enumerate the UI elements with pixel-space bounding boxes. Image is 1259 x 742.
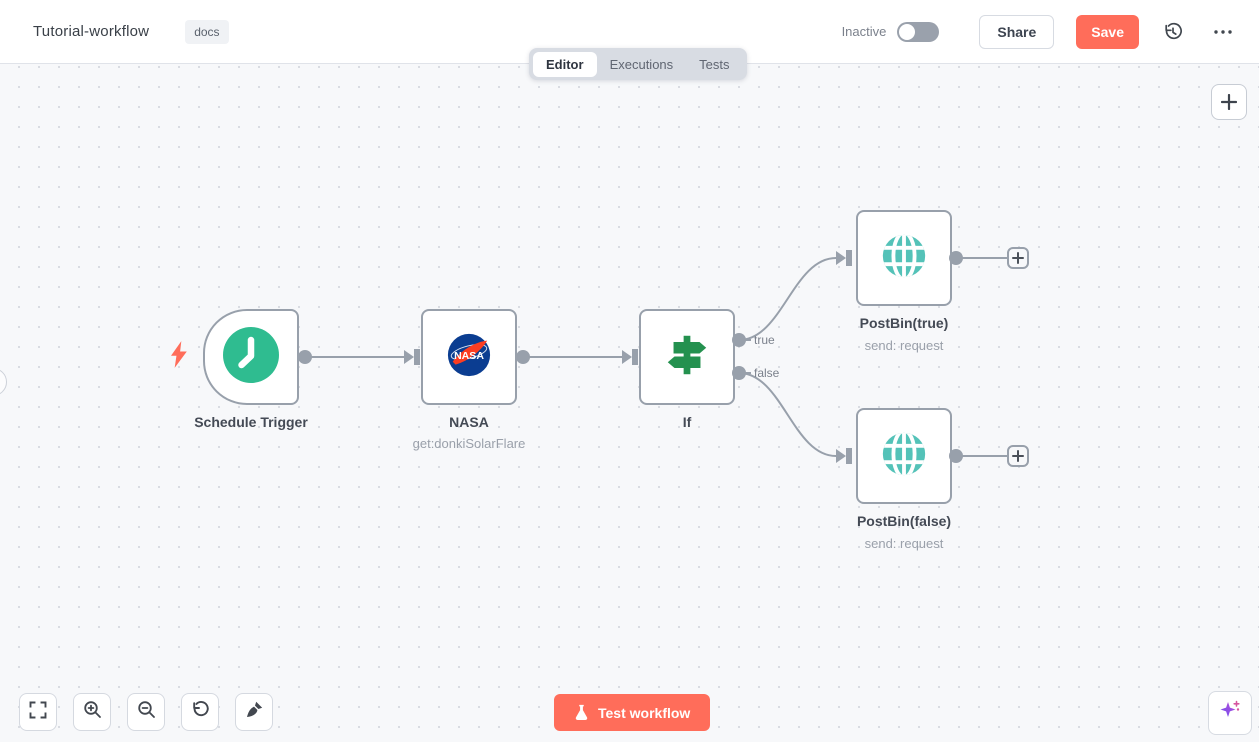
node-schedule-trigger[interactable] xyxy=(203,309,299,405)
signpost-icon xyxy=(662,330,712,385)
tidy-up-icon xyxy=(245,700,264,724)
history-icon[interactable] xyxy=(1159,18,1187,46)
node-subtitle: send: request xyxy=(864,536,944,551)
node-postbin-false[interactable] xyxy=(856,408,952,504)
sparkle-icon xyxy=(1217,698,1243,729)
connection-edges xyxy=(298,250,1008,464)
workflow-canvas[interactable]: Schedule Trigger NASA NASA get:donkiSola… xyxy=(0,64,1259,742)
zoom-out-icon xyxy=(137,700,156,724)
node-subtitle: get:donkiSolarFlare xyxy=(412,436,526,451)
active-toggle[interactable] xyxy=(897,21,940,42)
node-label: If xyxy=(682,414,692,430)
zoom-in-icon xyxy=(83,700,102,724)
add-node-button[interactable] xyxy=(1211,84,1247,120)
node-label: PostBin(true) xyxy=(859,315,949,331)
more-options-icon[interactable] xyxy=(1209,18,1237,46)
share-button[interactable]: Share xyxy=(979,14,1055,49)
branch-label-false: false xyxy=(754,366,780,380)
tab-executions[interactable]: Executions xyxy=(609,56,674,72)
test-workflow-button[interactable]: Test workflow xyxy=(554,694,711,731)
header-actions: Inactive Share Save xyxy=(841,14,1237,49)
zoom-in-button[interactable] xyxy=(73,693,111,731)
workflow-tag[interactable]: docs xyxy=(185,19,229,44)
node-label: NASA xyxy=(449,414,489,430)
fit-view-button[interactable] xyxy=(19,693,57,731)
tidy-up-button[interactable] xyxy=(235,693,273,731)
tab-editor[interactable]: Editor xyxy=(533,51,597,77)
view-tabs: Editor Executions Tests xyxy=(529,48,747,80)
clock-icon xyxy=(223,326,279,388)
node-postbin-true[interactable] xyxy=(856,210,952,306)
node-if[interactable] xyxy=(639,309,735,405)
zoom-out-button[interactable] xyxy=(127,693,165,731)
globe-icon xyxy=(879,231,929,286)
node-label: Schedule Trigger xyxy=(194,414,308,430)
tab-tests[interactable]: Tests xyxy=(699,56,730,72)
toggle-knob xyxy=(899,23,916,40)
svg-text:NASA: NASA xyxy=(454,349,484,361)
workflow-title[interactable]: Tutorial-workflow xyxy=(33,23,150,40)
fit-view-icon xyxy=(29,701,47,724)
left-panel-toggle[interactable] xyxy=(0,368,7,396)
branch-label-true: true xyxy=(754,333,775,347)
status-label: Inactive xyxy=(841,24,887,39)
reset-zoom-icon xyxy=(191,700,210,724)
trigger-bolt-icon xyxy=(171,341,188,373)
node-subtitle: send: request xyxy=(864,338,944,353)
node-nasa[interactable]: NASA xyxy=(421,309,517,405)
flask-icon xyxy=(574,704,589,721)
add-node-after-postbin-false-button[interactable] xyxy=(1007,445,1029,467)
reset-zoom-button[interactable] xyxy=(181,693,219,731)
ai-assistant-button[interactable] xyxy=(1208,691,1252,735)
globe-icon xyxy=(879,429,929,484)
add-node-after-postbin-true-button[interactable] xyxy=(1007,247,1029,269)
save-button[interactable]: Save xyxy=(1076,14,1139,49)
node-label: PostBin(false) xyxy=(856,513,952,529)
test-workflow-label: Test workflow xyxy=(598,704,691,721)
nasa-logo-icon: NASA xyxy=(446,332,492,383)
